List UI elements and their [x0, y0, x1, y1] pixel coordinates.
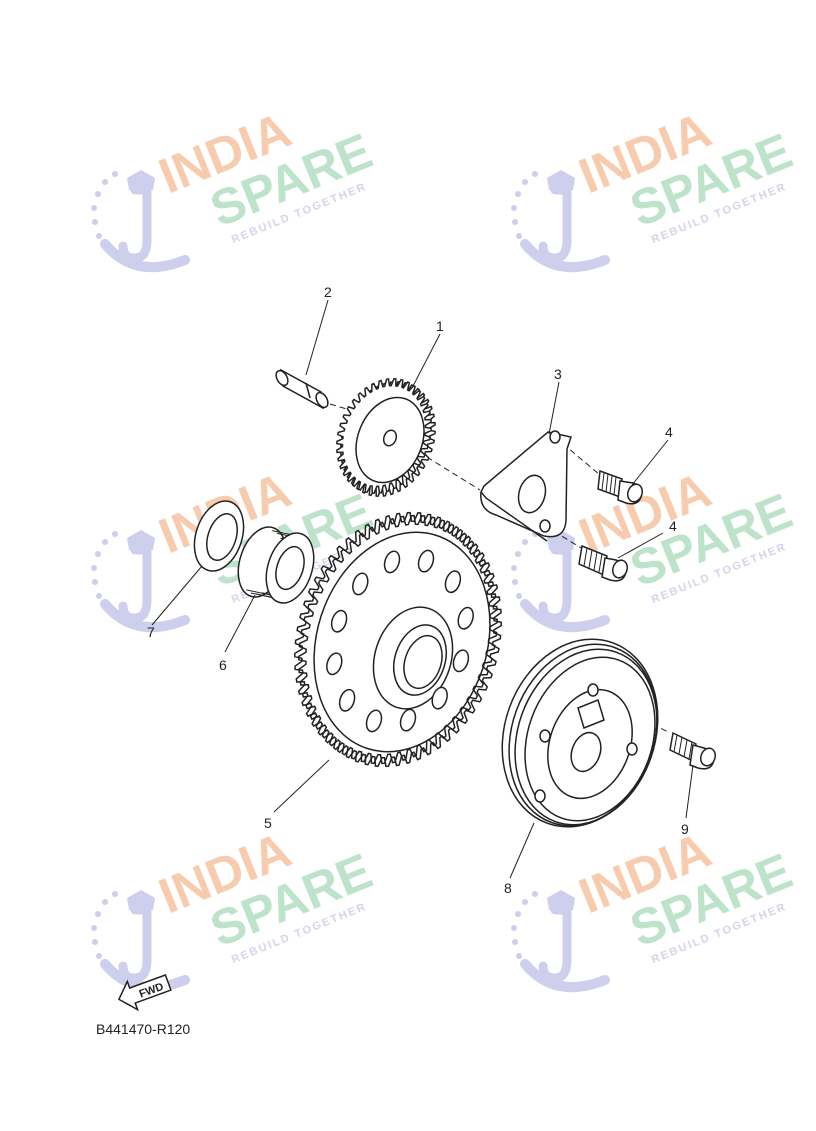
callout-9: 9 [681, 821, 689, 837]
callout-1: 1 [436, 318, 444, 334]
leader-lines [151, 299, 694, 879]
part-2-pin [275, 368, 329, 410]
diagram-code: B441470-R120 [96, 1021, 191, 1037]
callout-4-lower: 4 [669, 518, 677, 534]
part-4-bolt-upper [597, 469, 644, 505]
callout-2: 2 [324, 284, 332, 300]
callout-numbers: 1 2 3 4 4 5 6 7 8 9 [147, 284, 689, 896]
part-3-plate [480, 430, 572, 542]
part-8-clutch [501, 638, 659, 828]
part-5-starter-gear [294, 511, 502, 768]
callout-3: 3 [554, 366, 562, 382]
part-9-bolt [669, 731, 717, 770]
callout-6: 6 [219, 657, 227, 673]
part-4-bolt-lower [578, 544, 629, 582]
part-7-washer [193, 500, 245, 572]
wrench-icon [538, 185, 572, 263]
wrench-icon [538, 545, 572, 623]
wrench-icon [118, 545, 152, 623]
callout-5: 5 [264, 815, 272, 831]
callout-7: 7 [147, 624, 155, 640]
callout-8: 8 [504, 880, 512, 896]
callout-4-upper: 4 [665, 424, 673, 440]
wrench-icon [538, 905, 572, 983]
wrench-icon [118, 905, 152, 983]
wrench-icon [118, 185, 152, 263]
part-1-gear [336, 378, 436, 497]
part-6-bearing [237, 526, 315, 604]
